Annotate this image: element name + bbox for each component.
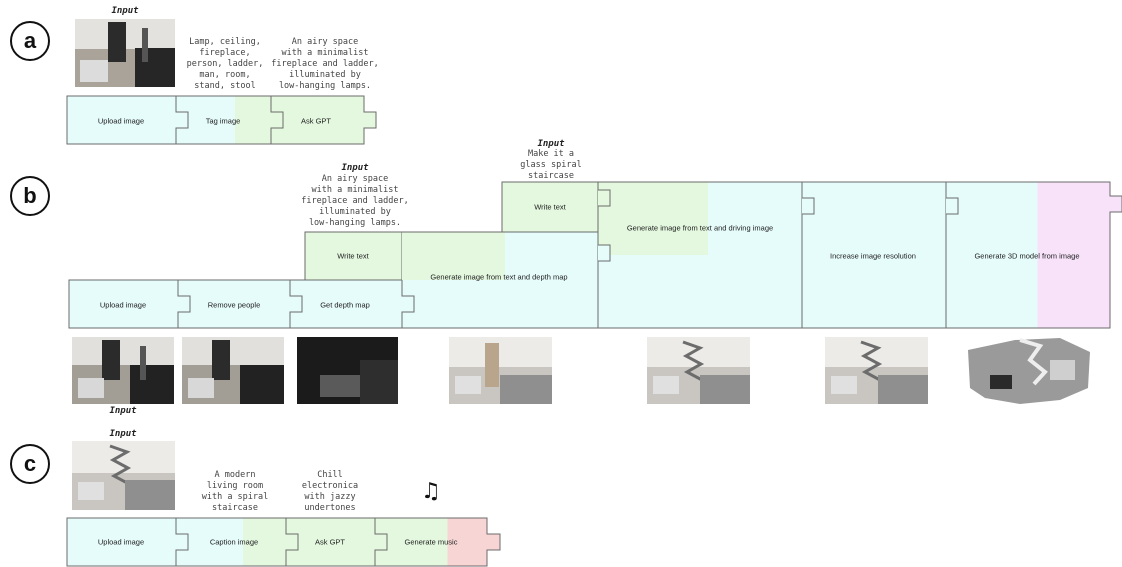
a-tag-label: Tag image — [205, 116, 241, 126]
a-gpt-text: An airy space with a minimalist fireplac… — [271, 37, 379, 91]
c-gpt-label: Ask GPT — [314, 537, 346, 547]
b-upload-label: Upload image — [99, 300, 147, 310]
b-depth-image — [297, 337, 398, 404]
section-c-badge: c — [10, 444, 50, 484]
b-write2-label: Write text — [534, 202, 566, 212]
a-gpt-label: Ask GPT — [300, 116, 332, 126]
b-upload-image — [72, 337, 174, 404]
a-input-label: Input — [111, 6, 139, 16]
b-input2-text: Make it a glass spiral staircase — [520, 149, 582, 181]
c-caption-label: Caption image — [209, 537, 259, 547]
section-b-badge: b — [10, 176, 50, 216]
thumbnails — [72, 19, 1090, 510]
b-gen-drive-image — [647, 337, 750, 404]
c-gpt-text: Chill electronica with jazzy undertones — [301, 470, 359, 513]
section-a-badge: a — [10, 21, 50, 61]
c-music-label: Generate music — [404, 537, 458, 547]
b-res-label: Increase image resolution — [830, 251, 916, 261]
c-input-label: Input — [109, 429, 137, 439]
b-gen-depth-label: Generate image from text and depth map — [430, 272, 568, 282]
b-input1-text: An airy space with a minimalist fireplac… — [301, 174, 409, 228]
b-depth-label: Get depth map — [320, 300, 370, 310]
section-a-blocks — [66, 95, 377, 145]
a-tags-text: Lamp, ceiling, fireplace, person, ladder… — [186, 37, 264, 91]
b-remove-label: Remove people — [207, 300, 261, 310]
b-input2-label: Input — [537, 139, 565, 149]
a-gpt-block — [270, 95, 377, 145]
b-gen-depth-image — [449, 337, 552, 404]
b-3d-label: Generate 3D model from image — [974, 251, 1080, 261]
c-music-block — [374, 517, 501, 567]
b-hires-image — [825, 337, 928, 404]
c-caption-text: A modern living room with a spiral stair… — [201, 470, 269, 513]
c-input-image — [72, 441, 175, 510]
section-b-blocks — [68, 181, 1122, 329]
b-gen-drive-label: Generate image from text and driving ima… — [626, 223, 774, 233]
music-note-icon: ♫ — [421, 479, 441, 504]
section-c-blocks — [66, 517, 501, 567]
b-write1-label: Write text — [337, 251, 369, 261]
b-3d-image — [968, 338, 1090, 404]
b-input1-label: Input — [341, 163, 369, 173]
b-input3-label: Input — [109, 406, 137, 416]
b-removed-image — [182, 337, 284, 404]
a-upload-label: Upload image — [97, 116, 145, 126]
c-upload-label: Upload image — [97, 537, 145, 547]
a-input-image — [75, 19, 175, 87]
b-3d-block — [945, 181, 1122, 329]
